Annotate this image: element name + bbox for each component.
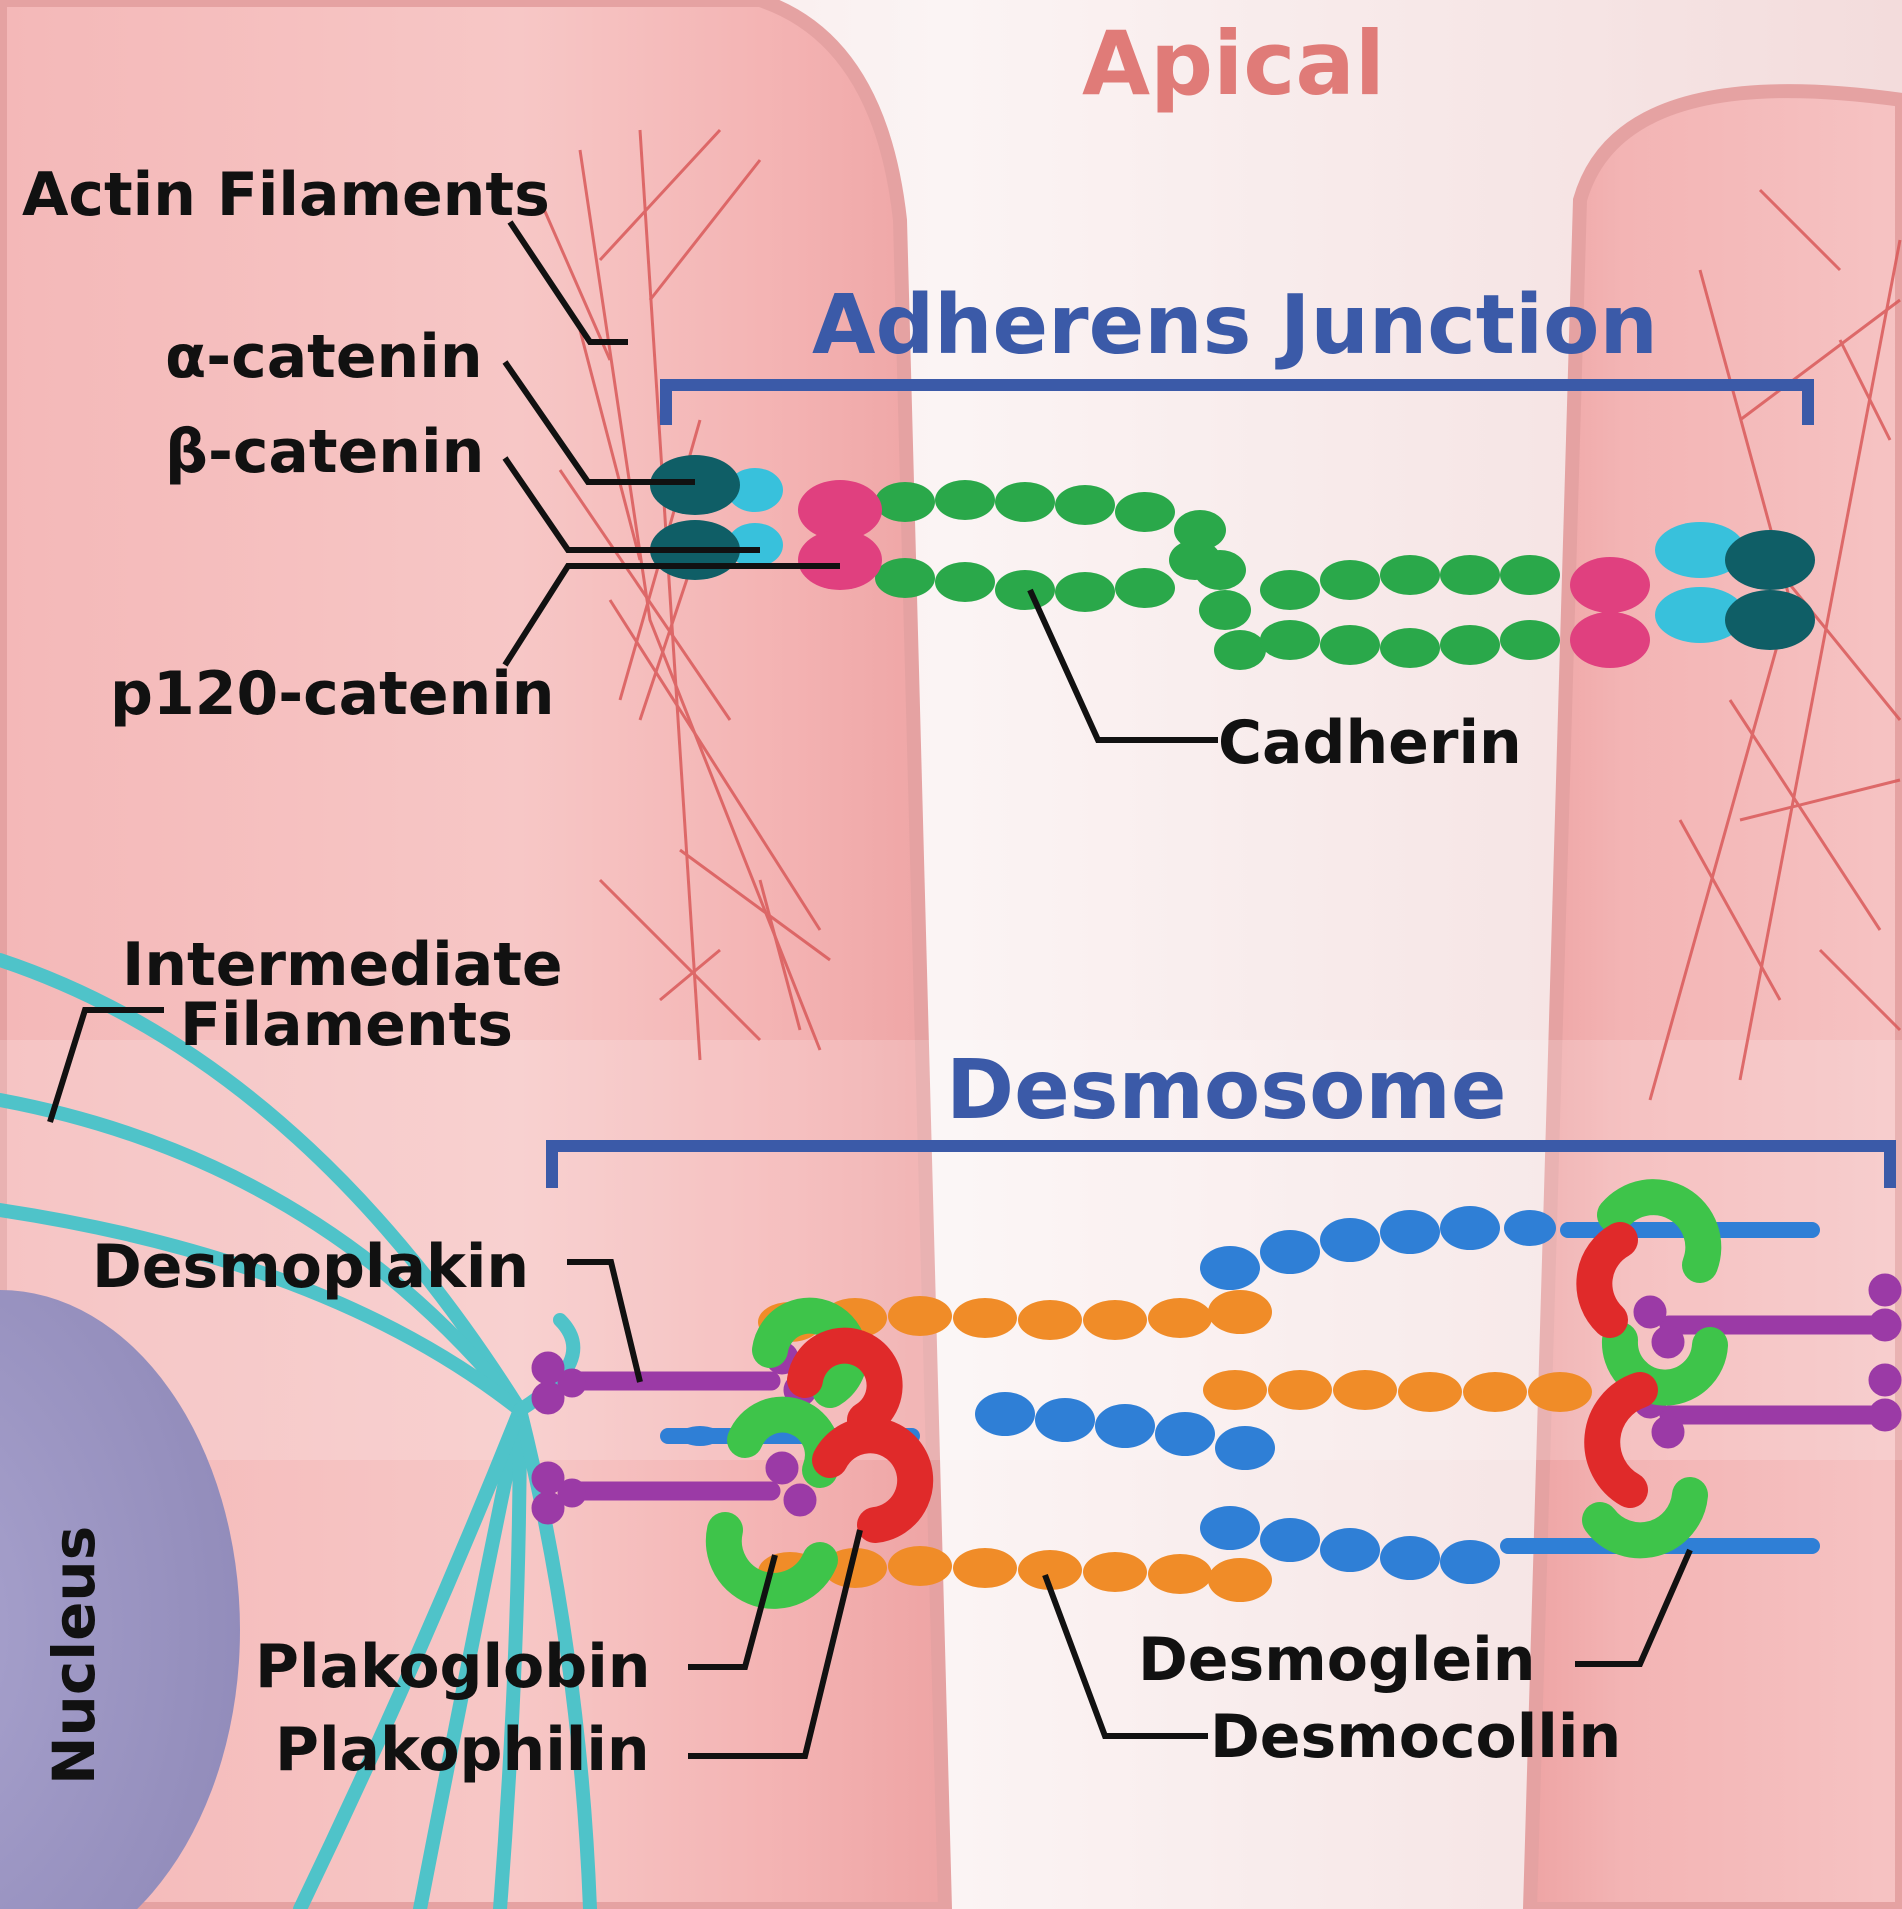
intermediate-filaments-label-line1: Intermediate	[122, 930, 563, 1000]
desmocollin-label: Desmocollin	[1210, 1702, 1622, 1772]
p120-catenin-label: p120-catenin	[110, 659, 555, 729]
intermediate-filaments	[0, 953, 597, 1909]
desmoglein-label: Desmoglein	[1138, 1625, 1536, 1695]
cadherin-chains	[875, 480, 1560, 670]
desmoplakin-shapes	[531, 1273, 1902, 1525]
beta-catenin-shapes	[798, 480, 1650, 668]
plakophilin-label: Plakophilin	[275, 1715, 650, 1785]
leader-lines	[47, 220, 1693, 1759]
alpha-catenin-label: α-catenin	[165, 322, 483, 392]
adherens-bracket	[660, 379, 1814, 425]
nucleus-shape	[0, 1290, 240, 1909]
actin-filaments-left	[538, 128, 831, 1061]
nucleus-label: Nucleus	[40, 1525, 108, 1785]
cadherin-label: Cadherin	[1218, 708, 1522, 778]
plakophilin-shapes	[787, 1222, 1658, 1543]
desmoglein-chains	[660, 1206, 1820, 1584]
beta-catenin-label: β-catenin	[165, 417, 485, 487]
actin-filaments-label: Actin Filaments	[22, 160, 550, 230]
p120-catenin-shapes	[727, 468, 1745, 643]
desmoplakin-label: Desmoplakin	[92, 1232, 530, 1302]
desmosome-title: Desmosome	[946, 1043, 1507, 1138]
apical-label: Apical	[1082, 12, 1385, 115]
intermediate-filaments-label-line2: Filaments	[180, 990, 513, 1060]
plakoglobin-label: Plakoglobin	[255, 1632, 651, 1702]
desmosome-bracket	[546, 1140, 1896, 1188]
adherens-junction-title: Adherens Junction	[812, 278, 1658, 373]
